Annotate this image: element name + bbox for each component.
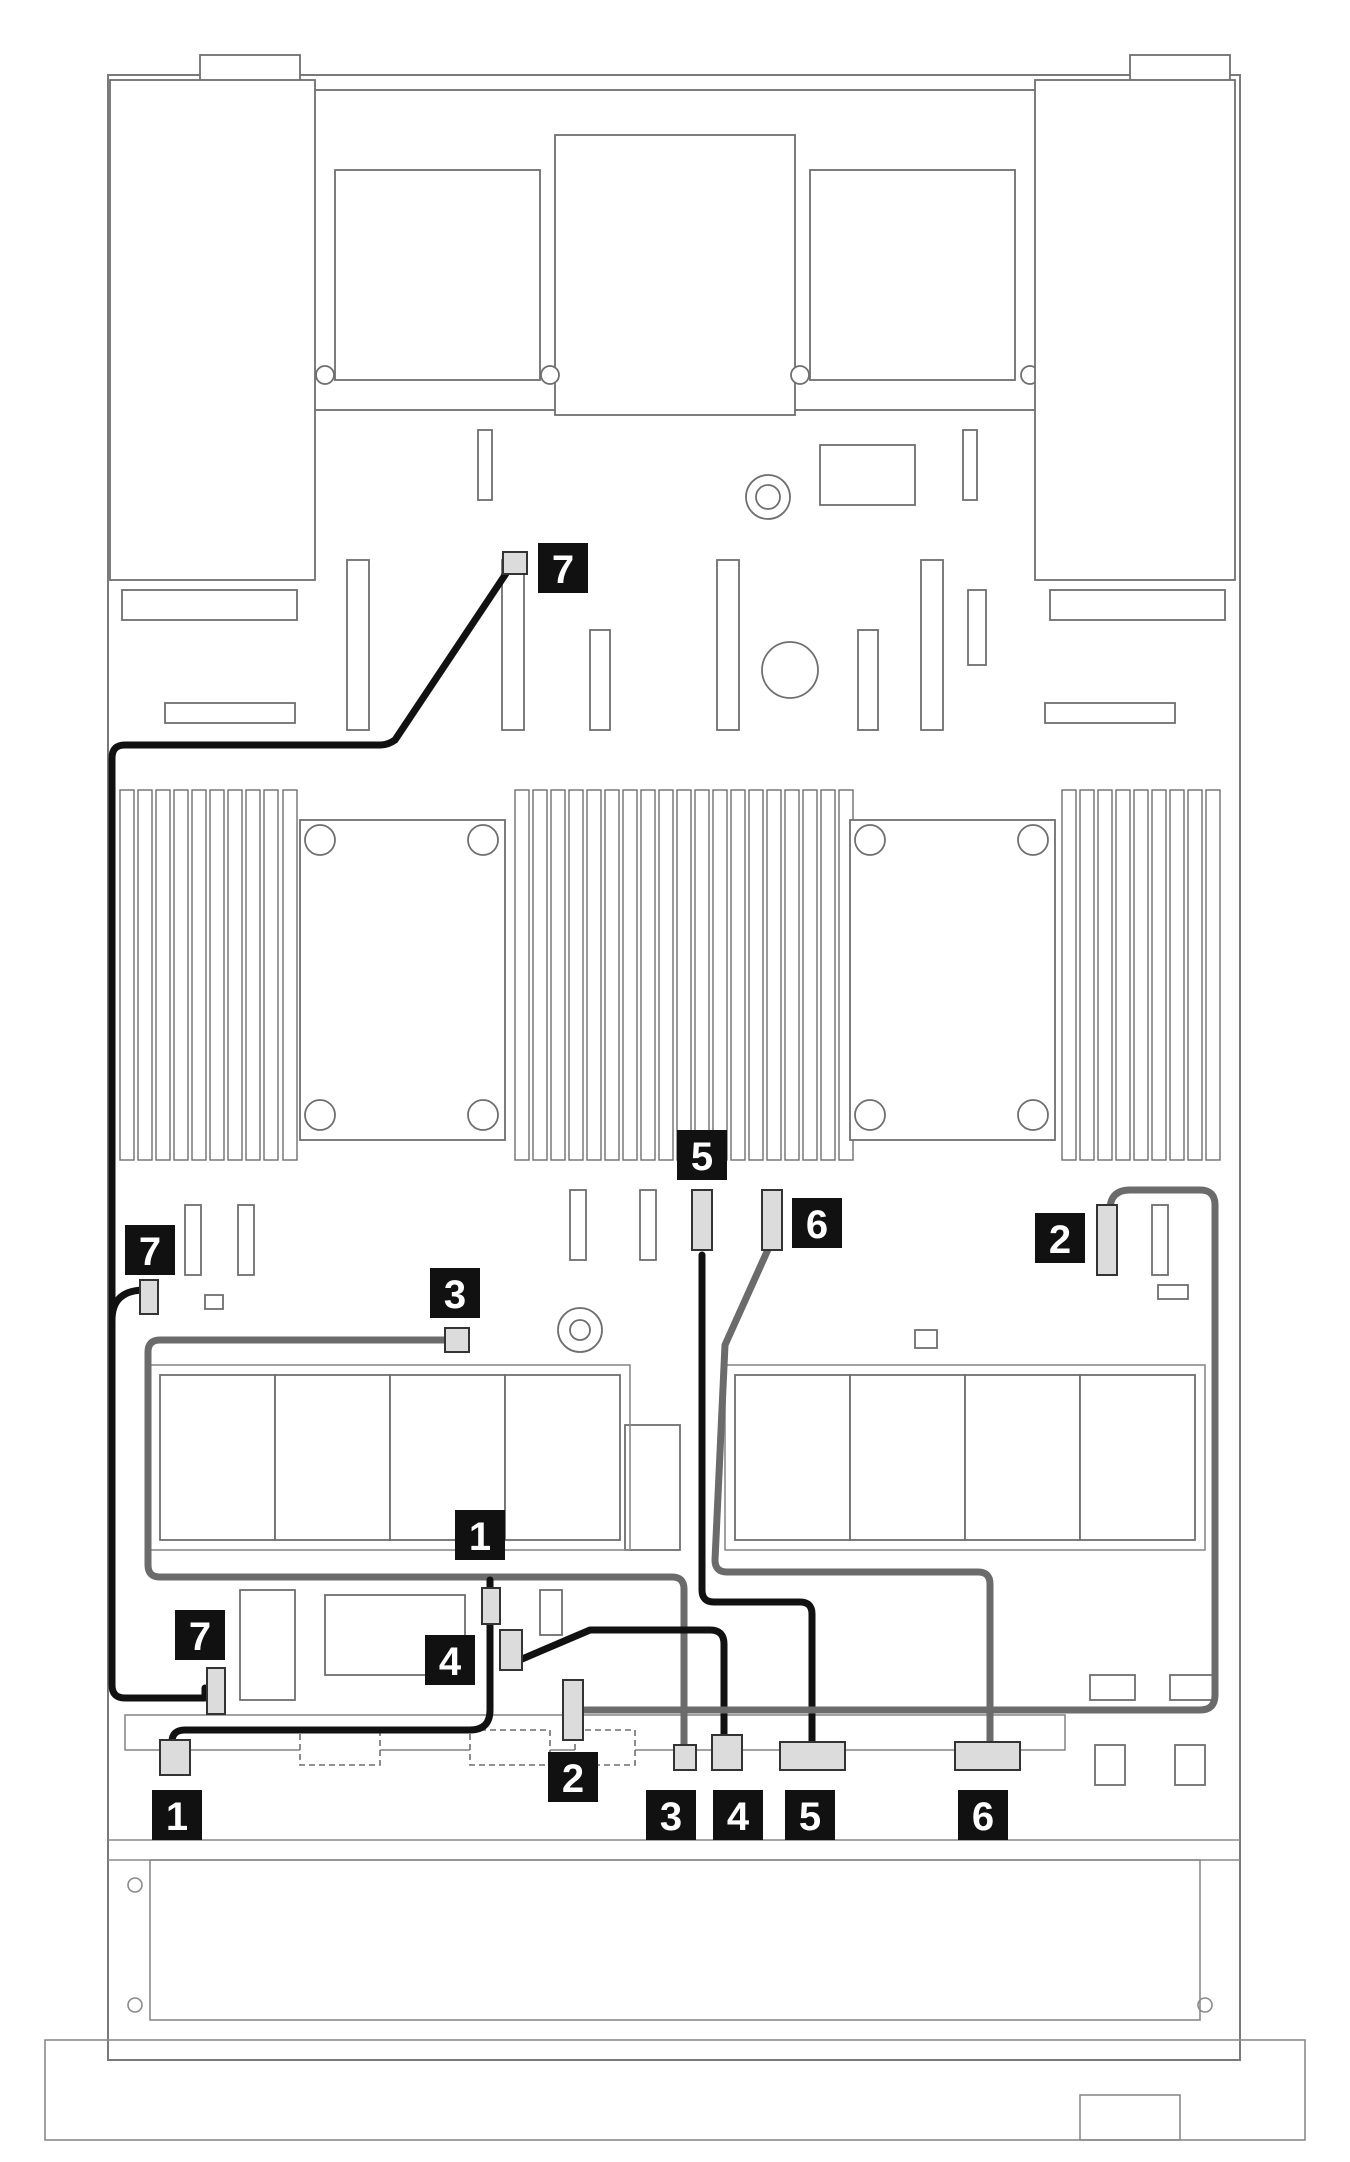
cable-3 [144, 1336, 688, 1754]
callout-7-lower: 7 [175, 1610, 225, 1660]
callout-label: 5 [799, 1795, 821, 1839]
callout-3-bottom: 3 [646, 1790, 696, 1840]
connector-7-lower [206, 1667, 226, 1715]
connector-5-bottom [779, 1741, 846, 1771]
callout-label: 3 [660, 1795, 682, 1839]
callout-5-bottom: 5 [785, 1790, 835, 1840]
connector-4-top [499, 1629, 523, 1671]
connector-1-top [481, 1587, 501, 1625]
callout-1-bottom: 1 [152, 1790, 202, 1840]
cable-4 [504, 1626, 728, 1754]
callout-label: 5 [691, 1135, 713, 1179]
connector-1-bottom [159, 1739, 191, 1776]
connector-3-bottom [673, 1744, 697, 1771]
processor-sockets [299, 819, 1056, 1141]
callout-1-top: 1 [455, 1510, 505, 1560]
callout-7-left: 7 [125, 1225, 175, 1275]
dimm-banks [119, 789, 1221, 1161]
connector-7-top [502, 551, 528, 575]
callout-label: 3 [444, 1273, 466, 1317]
rear-io-area [109, 54, 1236, 621]
drive-backplane [124, 1589, 1216, 1786]
chassis [44, 74, 1306, 2141]
callout-7-top: 7 [538, 543, 588, 593]
connector-6-top [761, 1189, 783, 1251]
callout-label: 2 [562, 1757, 584, 1801]
fan-modules [149, 1364, 1206, 1551]
connectors [139, 551, 1118, 1776]
cable-6 [711, 1241, 994, 1754]
callout-label: 4 [727, 1795, 750, 1839]
callout-4-bottom: 4 [713, 1790, 763, 1840]
cable-5 [698, 1251, 816, 1754]
cable-2 [581, 1186, 1219, 1714]
connector-3-top [444, 1327, 470, 1353]
cable-1 [168, 1576, 494, 1764]
callout-2-bottom: 2 [548, 1752, 598, 1802]
cables [108, 556, 1219, 1764]
connector-5-top [691, 1189, 713, 1251]
callout-6-top: 6 [792, 1198, 842, 1248]
callout-label: 7 [552, 548, 574, 592]
callout-label: 6 [806, 1203, 828, 1247]
callout-label: 4 [439, 1640, 462, 1684]
callout-label: 1 [166, 1795, 188, 1839]
lower-board-connectors [184, 1189, 1189, 1353]
callout-label: 7 [189, 1615, 211, 1659]
connector-2-bottom [562, 1679, 584, 1741]
callout-4-top: 4 [425, 1635, 475, 1685]
cable-7 [108, 556, 519, 1702]
callout-5-top: 5 [677, 1130, 727, 1180]
connector-6-bottom [954, 1741, 1021, 1771]
pcie-slots [164, 429, 1176, 731]
connector-2-right [1096, 1204, 1118, 1276]
callout-6-bottom: 6 [958, 1790, 1008, 1840]
callout-label: 1 [469, 1515, 491, 1559]
connector-4-bottom [711, 1734, 743, 1771]
callout-2-right: 2 [1035, 1213, 1085, 1263]
connector-7-left [139, 1279, 159, 1315]
callout-label: 7 [139, 1230, 161, 1274]
callout-label: 2 [1049, 1218, 1071, 1262]
callout-label: 6 [972, 1795, 994, 1839]
callout-3-top: 3 [430, 1268, 480, 1318]
